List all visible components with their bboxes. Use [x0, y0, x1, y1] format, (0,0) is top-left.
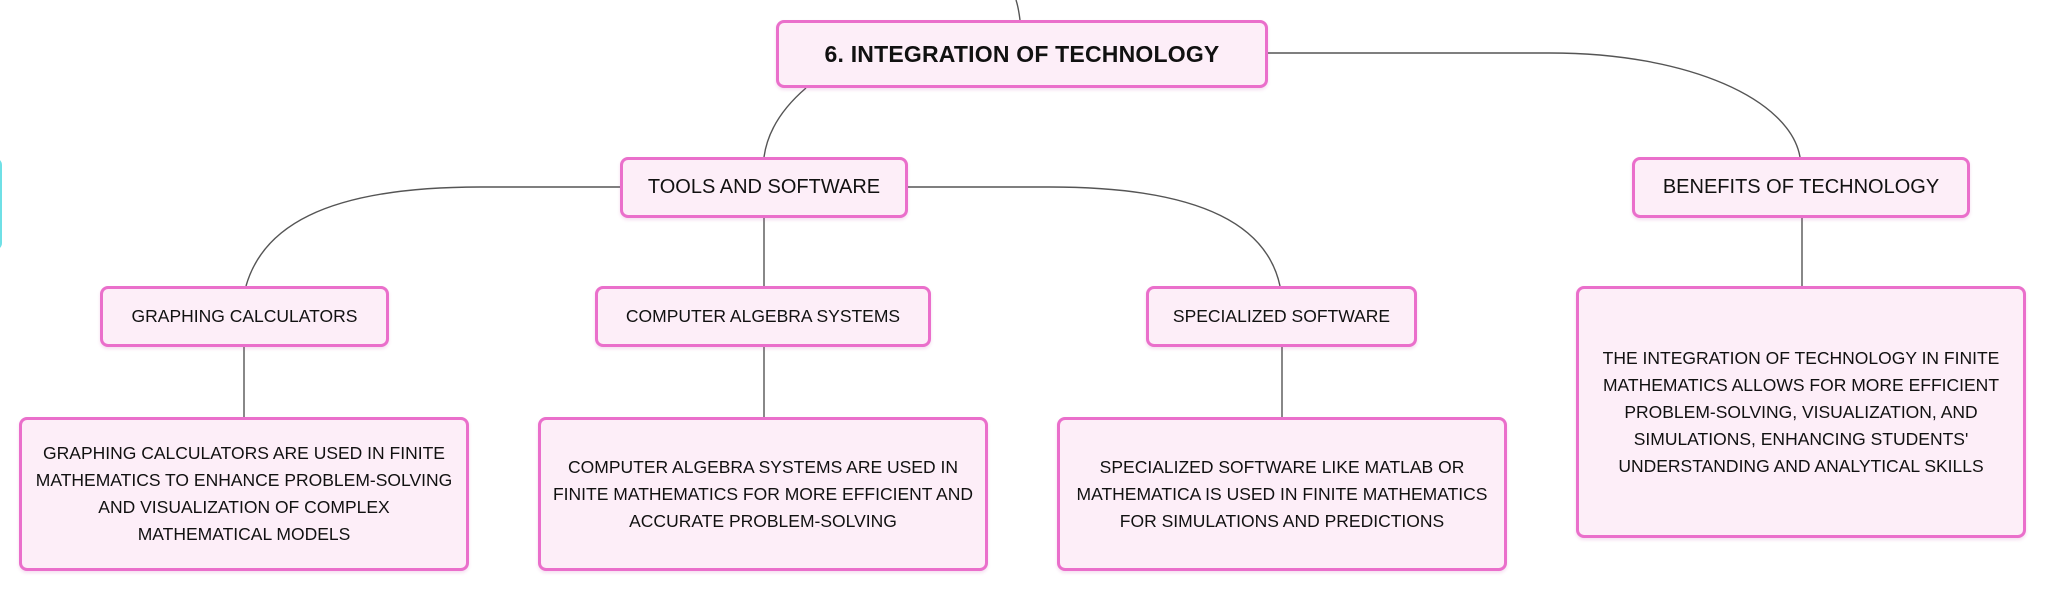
benefits-description-node[interactable]: THE INTEGRATION OF TECHNOLOGY IN FINITE …: [1576, 286, 2026, 538]
benefits-description: THE INTEGRATION OF TECHNOLOGY IN FINITE …: [1602, 347, 2000, 476]
root-node[interactable]: 6. INTEGRATION OF TECHNOLOGY: [776, 20, 1268, 88]
specialized-software-description: SPECIALIZED SOFTWARE LIKE MATLAB OR MATH…: [1076, 456, 1488, 531]
connector-root-to-benefits: [1268, 52, 1801, 158]
specialized-software-description-node[interactable]: SPECIALIZED SOFTWARE LIKE MATLAB OR MATH…: [1057, 417, 1507, 571]
benefits-of-technology-label: BENEFITS OF TECHNOLOGY: [1662, 176, 1940, 198]
tools-and-software-node[interactable]: TOOLS AND SOFTWARE: [620, 157, 908, 218]
specialized-software-node[interactable]: SPECIALIZED SOFTWARE: [1146, 286, 1417, 347]
computer-algebra-systems-node[interactable]: COMPUTER ALGEBRA SYSTEMS: [595, 286, 931, 347]
connector-tools-to-graphing: [245, 186, 621, 287]
computer-algebra-systems-label: COMPUTER ALGEBRA SYSTEMS: [625, 306, 901, 326]
connector-parent-to-root: [1015, 0, 1021, 21]
graphing-calculators-description-node[interactable]: GRAPHING CALCULATORS ARE USED IN FINITE …: [19, 417, 469, 571]
benefits-of-technology-node[interactable]: BENEFITS OF TECHNOLOGY: [1632, 157, 1970, 218]
root-node-label: 6. INTEGRATION OF TECHNOLOGY: [824, 40, 1220, 67]
offscreen-node-edge: [0, 158, 2, 250]
connector-root-to-tools: [763, 87, 807, 158]
graphing-calculators-node[interactable]: GRAPHING CALCULATORS: [100, 286, 389, 347]
computer-algebra-systems-description: COMPUTER ALGEBRA SYSTEMS ARE USED IN FIN…: [552, 456, 973, 531]
graphing-calculators-description: GRAPHING CALCULATORS ARE USED IN FINITE …: [35, 443, 453, 544]
connector-tools-to-specialized: [907, 186, 1281, 287]
computer-algebra-systems-description-node[interactable]: COMPUTER ALGEBRA SYSTEMS ARE USED IN FIN…: [538, 417, 988, 571]
specialized-software-label: SPECIALIZED SOFTWARE: [1172, 306, 1391, 326]
graphing-calculators-label: GRAPHING CALCULATORS: [131, 306, 358, 326]
tools-and-software-label: TOOLS AND SOFTWARE: [647, 176, 881, 198]
